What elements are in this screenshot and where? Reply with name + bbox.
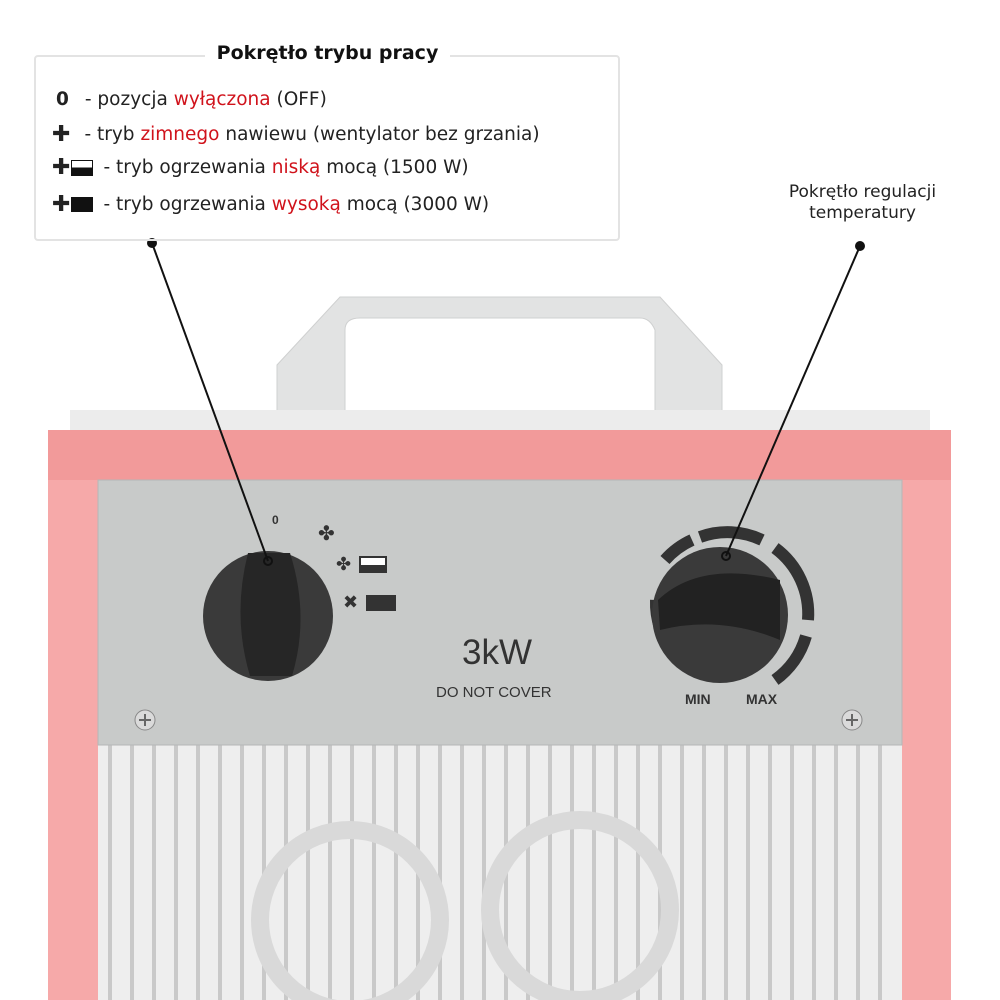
fan-half-heat-icon: ✚ [52, 155, 94, 180]
legend-text: - pozycja [84, 89, 174, 110]
fan-icon: ✖ [343, 592, 358, 613]
legend-text: (OFF) [270, 89, 327, 110]
top-plate [70, 410, 930, 432]
fan-icon: ✤ [336, 554, 351, 575]
power-rating: 3kW [462, 633, 532, 672]
zero-symbol: 0 [56, 89, 69, 110]
carry-handle [276, 296, 723, 421]
legend-text: - tryb [84, 124, 141, 145]
legend-text: mocą (3000 W) [340, 194, 490, 215]
mode-zero-mark: 0 [272, 513, 279, 527]
leader-line [151, 242, 269, 562]
mode-knob[interactable] [203, 551, 333, 681]
label-line: Pokrętło regulacji [788, 182, 937, 202]
min-label: MIN [685, 691, 711, 707]
label-line: temperatury [809, 203, 916, 223]
max-label: MAX [746, 691, 778, 707]
legend-highlight: niską [271, 157, 321, 178]
legend-highlight: wyłączona [173, 89, 271, 110]
legend-text: - tryb ogrzewania [103, 194, 272, 215]
leader-line [725, 245, 861, 557]
fan-icon: ✚ [52, 122, 71, 147]
fan-icon: ✤ [318, 521, 335, 545]
legend-item-low-heat: ✚ - tryb ogrzewania niską mocą (1500 W) [52, 155, 469, 180]
legend-item-off: 0 - pozycja wyłączona (OFF) [52, 89, 327, 110]
legend-item-fan: ✚ - tryb zimnego nawiewu (wentylator bez… [52, 122, 540, 147]
temperature-knob-label: Pokrętło regulacji temperatury [760, 182, 965, 224]
screw-icon [134, 709, 156, 731]
legend-highlight: zimnego [140, 124, 220, 145]
legend-title: Pokrętło trybu pracy [205, 42, 450, 64]
legend-item-high-heat: ✚ - tryb ogrzewania wysoką mocą (3000 W) [52, 192, 489, 217]
screw-icon [841, 709, 863, 731]
temperature-knob[interactable] [652, 547, 788, 683]
legend-highlight: wysoką [271, 194, 341, 215]
legend-text: - tryb ogrzewania [103, 157, 272, 178]
fan-full-heat-icon: ✚ [52, 192, 94, 217]
warning-label: DO NOT COVER [436, 684, 552, 701]
legend-text: mocą (1500 W) [320, 157, 469, 178]
heat-full-icon [366, 595, 396, 611]
legend-text: nawiewu (wentylator bez grzania) [219, 124, 540, 145]
